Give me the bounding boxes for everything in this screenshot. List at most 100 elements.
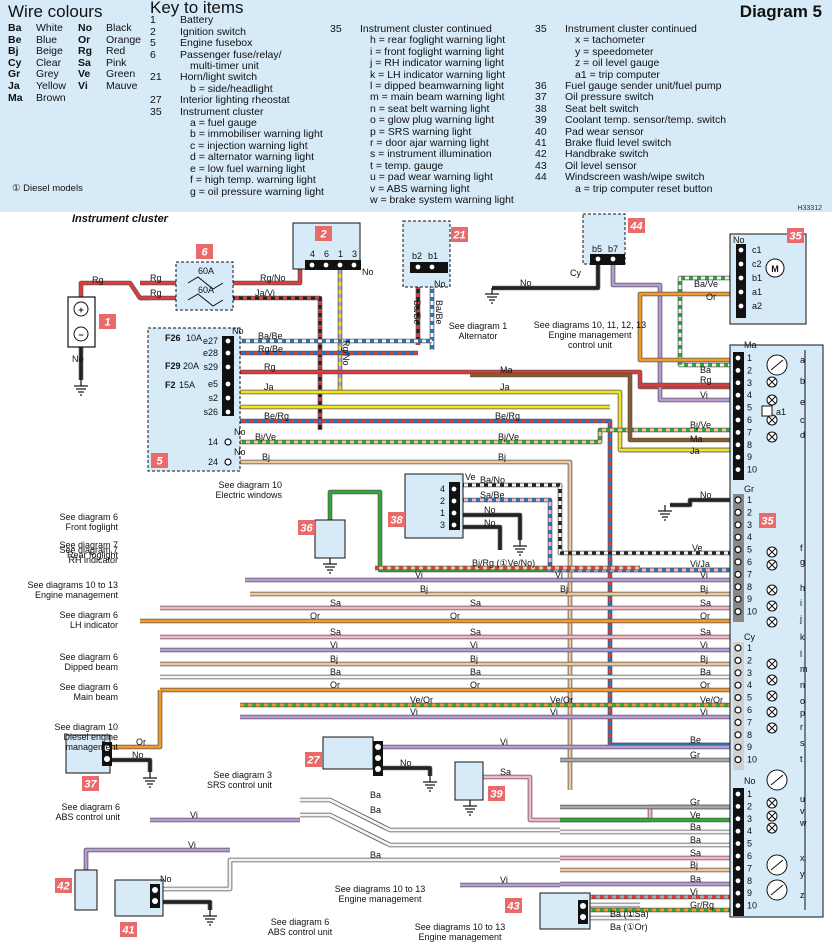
wire-label: Sa xyxy=(690,848,701,858)
reference-label: Engine management xyxy=(338,894,422,904)
reference-label: control unit xyxy=(568,340,613,350)
wire-label: 5 xyxy=(747,839,752,849)
wire-colour-name: Red xyxy=(106,45,126,58)
wire-label: Ve/Or xyxy=(550,695,573,705)
warning-lamp-icon xyxy=(767,691,777,701)
wire-label: Ja/Vi xyxy=(255,288,275,298)
connector-pin xyxy=(224,438,232,446)
wire-label: 24 xyxy=(208,457,218,467)
wire-label: b7 xyxy=(608,244,618,254)
wire-label: Bj xyxy=(690,860,698,870)
connector-block xyxy=(449,482,460,530)
wire-39-3 xyxy=(460,513,522,540)
wire-label: Vi xyxy=(550,707,558,717)
wire-label: Ba (①Or) xyxy=(610,922,648,932)
wire-44-earth xyxy=(492,265,600,290)
wire-label: Or xyxy=(330,680,340,690)
wire-label: Or xyxy=(310,611,320,621)
battery-positive-icon xyxy=(73,301,89,317)
wire-trunk-6 xyxy=(234,419,730,747)
wire-label: No xyxy=(132,750,144,760)
component-tag-number: 37 xyxy=(84,779,97,791)
wire-41 xyxy=(160,858,560,891)
wire-label: Ba/No xyxy=(480,475,505,485)
connector-pin xyxy=(152,898,158,904)
key-text: e = low fuel warning light xyxy=(190,162,306,175)
key-text: j = RH indicator warning light xyxy=(370,57,504,70)
wire-colour-name: Blue xyxy=(36,33,58,46)
key-item: d = alternator warning light xyxy=(150,151,324,163)
key-item: i = front foglight warning light xyxy=(330,45,514,58)
wire-colour-row: Ma Brown xyxy=(8,91,148,105)
wire-label: 1 xyxy=(747,495,752,505)
warning-lamp-icon xyxy=(767,659,777,669)
connector-pin xyxy=(734,802,742,811)
connector-block xyxy=(733,788,744,916)
connector-pin xyxy=(734,669,742,677)
key-text: Coolant temp. sensor/temp. switch xyxy=(565,114,727,127)
wire-label: Sa xyxy=(470,598,481,608)
connector-pin xyxy=(322,261,330,269)
wire-label: 5 xyxy=(747,403,752,413)
wire-label: Ba xyxy=(700,365,711,375)
pin-label: No xyxy=(362,267,374,277)
wire-label: Be/Rg xyxy=(264,411,289,421)
wire-label: 10 xyxy=(747,607,757,617)
wire-42 xyxy=(83,847,230,870)
wire-label: Ve/Or xyxy=(700,695,723,705)
wire-label: No xyxy=(160,874,172,884)
connector-pin xyxy=(734,852,742,860)
wire-label: Rg/Be xyxy=(258,344,283,354)
wire-label: F26 xyxy=(165,333,181,343)
wire-label: Ba/Be xyxy=(258,331,283,341)
wire-label: Sa/Be xyxy=(480,490,505,500)
handbrake-switch xyxy=(74,869,98,911)
warning-lamp-icon xyxy=(767,415,777,425)
wire-label: Ja xyxy=(690,446,700,456)
wire-label: Rg/No xyxy=(260,273,286,283)
wire-label: 6 xyxy=(747,851,752,861)
wire-label: i xyxy=(800,598,802,608)
wire-label: 7 xyxy=(747,427,752,437)
wire-colour-code: Ma xyxy=(8,91,23,104)
connector-pin xyxy=(734,815,742,823)
key-text: o = glow plug warning light xyxy=(370,114,495,127)
connector-block xyxy=(578,900,588,924)
key-text: y = speedometer xyxy=(575,45,654,58)
reference-label: Engine management xyxy=(548,330,632,340)
key-text: i = front foglight warning light xyxy=(370,45,504,58)
connector-pin xyxy=(734,706,742,714)
reference-label: See diagram 6 xyxy=(59,652,118,662)
wire-label: No xyxy=(232,326,244,336)
reference-label: See diagram 3 xyxy=(213,770,272,780)
wire-label: Vi xyxy=(555,570,563,580)
component-tag-number: 42 xyxy=(56,881,69,893)
wire-label: No xyxy=(520,278,532,288)
reference-label: See diagram 10 xyxy=(218,480,282,490)
connector-block xyxy=(733,352,744,480)
connector-block xyxy=(150,884,160,908)
wire-label: 10A xyxy=(186,333,202,343)
wire-label: a2 xyxy=(752,301,762,311)
fuse-icon xyxy=(187,276,224,290)
connector-pin xyxy=(734,595,742,603)
component-tag-number: 35 xyxy=(761,516,774,528)
wire-label: 10 xyxy=(747,755,757,765)
wire-label: M xyxy=(771,264,779,274)
key-text: l = dipped beamwarning light xyxy=(370,80,504,93)
wire-label: Cy xyxy=(570,268,581,278)
wire-label: f xyxy=(800,543,803,553)
wire-label: l xyxy=(800,649,802,659)
component-tag xyxy=(305,752,322,767)
wire-label: Bj/Ve xyxy=(255,432,276,442)
wire-label: e xyxy=(800,397,805,407)
key-item: u = pad wear warning light xyxy=(330,171,514,183)
wire-colour-name: Brown xyxy=(36,91,66,104)
